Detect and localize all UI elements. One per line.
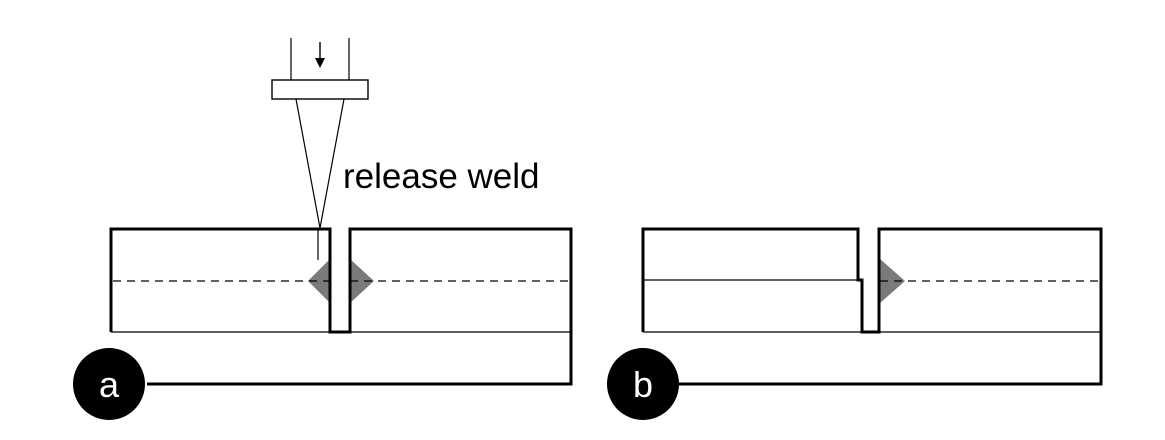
weld-zone-right <box>350 259 374 303</box>
panel-b: b <box>607 227 1103 420</box>
panel-badge-a: a <box>73 348 145 420</box>
badge-circle-b <box>607 348 679 420</box>
workpiece-outline-a <box>109 227 573 386</box>
weld-zone-b <box>880 259 905 303</box>
release-weld-label: release weld <box>343 157 540 196</box>
focusing-lens <box>271 79 369 100</box>
panel-badge-b: b <box>607 348 679 420</box>
badge-circle-a <box>73 348 145 420</box>
panel-label-a: a <box>99 364 120 405</box>
workpiece-outline-b <box>641 227 1103 386</box>
laser-head <box>271 38 369 229</box>
beam-direction-arrow-icon <box>315 42 325 68</box>
panel-a: a <box>73 227 573 420</box>
laser-beam-cone <box>295 98 345 229</box>
weld-zone-left <box>308 259 330 303</box>
panel-label-b: b <box>633 364 653 405</box>
